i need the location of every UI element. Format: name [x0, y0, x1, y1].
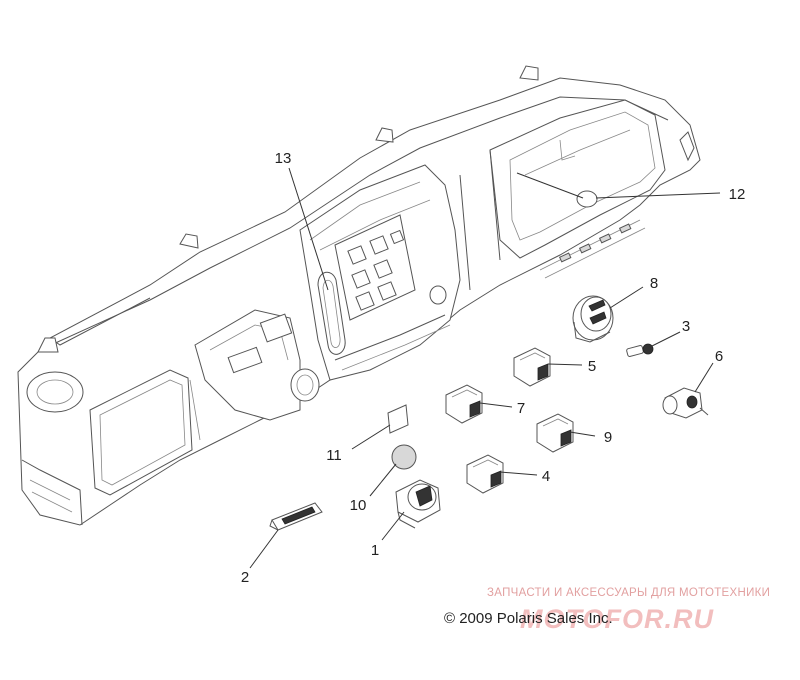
part-10-plug — [391, 444, 417, 470]
callout-13: 13 — [275, 150, 292, 167]
part-6-socket — [662, 387, 709, 419]
callout-12: 12 — [729, 186, 746, 203]
callout-4: 4 — [542, 468, 550, 485]
watermark: ЗАПЧАСТИ И АКСЕССУАРЫ ДЛЯ МОТОТЕХНИКИ MO… — [487, 587, 770, 634]
mount-tab — [375, 127, 394, 143]
callout-10: 10 — [350, 497, 367, 514]
callout-7: 7 — [517, 400, 525, 417]
part-8-power-outlet — [572, 295, 614, 343]
callout-6: 6 — [715, 348, 723, 365]
callout-1: 1 — [371, 542, 379, 559]
watermark-site: MOTOFOR.RU — [520, 604, 714, 634]
callout-8: 8 — [650, 275, 658, 292]
round-gauge-socket — [290, 368, 320, 402]
part-2-gear-indicator — [269, 502, 323, 531]
mount-tab — [37, 337, 59, 353]
copyright-text: © 2009 Polaris Sales Inc. — [444, 610, 613, 627]
left-vent — [26, 371, 84, 413]
callout-9: 9 — [604, 429, 612, 446]
callout-3: 3 — [682, 318, 690, 335]
part-7-rocker-switch — [445, 384, 483, 424]
callout-5: 5 — [588, 358, 596, 375]
dashboard-assembly — [17, 65, 701, 526]
glove-box-opening — [489, 99, 666, 259]
callout-2: 2 — [241, 569, 249, 586]
leader-lines — [249, 167, 721, 569]
mount-tab — [519, 65, 539, 81]
part-1-ignition-switch — [395, 479, 441, 529]
part-5-rocker-switch — [513, 347, 551, 387]
part-3-bulb — [626, 343, 654, 357]
part-9-rocker-switch — [536, 413, 574, 453]
cup-plug — [576, 190, 598, 208]
mount-tab — [679, 131, 695, 162]
watermark-tagline: ЗАПЧАСТИ И АКСЕССУАРЫ ДЛЯ МОТОТЕХНИКИ — [487, 587, 770, 599]
callout-labels: 13 12 8 3 6 5 7 9 4 11 10 1 2 — [241, 150, 746, 586]
left-panel-opening — [89, 369, 193, 496]
part-11-decal — [387, 404, 409, 434]
mount-tab — [179, 233, 199, 249]
part-4-rocker-switch — [466, 454, 504, 494]
oval-cover — [317, 271, 346, 355]
callout-11: 11 — [326, 447, 342, 464]
